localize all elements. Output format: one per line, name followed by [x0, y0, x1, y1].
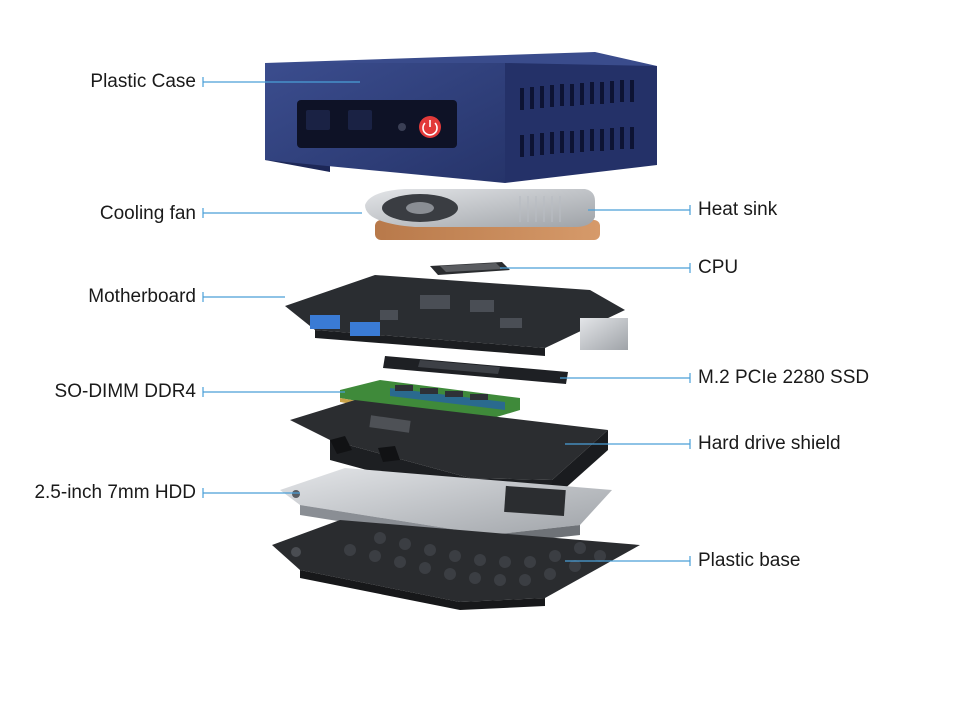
label-heat-sink: Heat sink — [698, 199, 778, 220]
label-plastic-case: Plastic Case — [90, 71, 196, 92]
plastic-case — [265, 52, 657, 183]
label-cooling-fan: Cooling fan — [99, 203, 196, 224]
cpu-chip — [430, 262, 510, 275]
label-hdd: 2.5-inch 7mm HDD — [34, 482, 196, 503]
label-ram: SO-DIMM DDR4 — [54, 381, 196, 402]
label-cpu: CPU — [698, 257, 739, 278]
motherboard — [285, 275, 628, 356]
label-motherboard: Motherboard — [88, 286, 196, 307]
m2-ssd — [383, 356, 568, 384]
label-ssd: M.2 PCIe 2280 SSD — [698, 367, 870, 388]
leader-lines — [202, 77, 691, 566]
plastic-base — [272, 520, 640, 610]
label-plastic-base: Plastic base — [698, 550, 801, 571]
label-hard-drive-shield: Hard drive shield — [698, 433, 841, 454]
cooling-assembly — [365, 189, 600, 240]
